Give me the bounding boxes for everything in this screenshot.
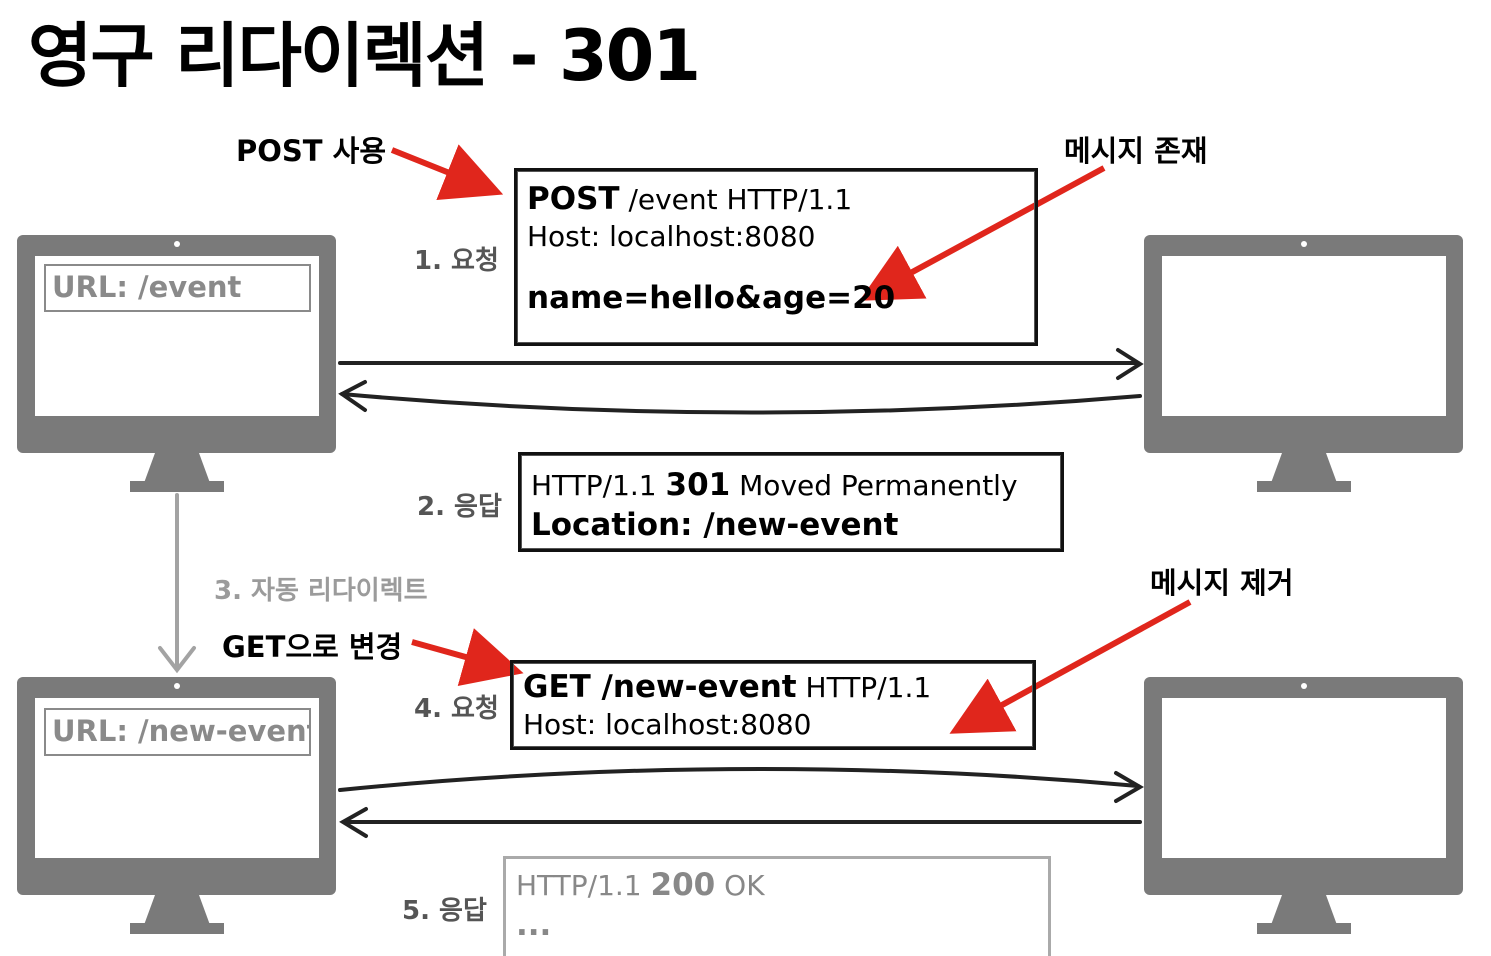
request-arrow-2: [338, 766, 1144, 803]
response-arrow-2: [339, 807, 1142, 838]
http-version-3: HTTP/1.1: [516, 869, 651, 902]
get-request-message: GET /new-event HTTP/1.1 Host: localhost:…: [510, 660, 1036, 750]
step-1-label: 1. 요청: [414, 246, 499, 276]
request-line: POST /event HTTP/1.1: [527, 179, 1025, 219]
address-bar-bottom: URL: /new-event: [44, 708, 311, 756]
address-bar-top: URL: /event: [44, 264, 311, 312]
message-body: name=hello&age=20: [527, 279, 896, 316]
ok-response-message: HTTP/1.1 200 OK ...: [503, 856, 1051, 956]
request-arrow-1: [338, 348, 1144, 380]
http-method: POST: [527, 181, 620, 217]
message-exists-annotation: 메시지 존재: [1064, 134, 1208, 168]
status-code-2: 200: [650, 867, 716, 903]
request-line-2: GET /new-event HTTP/1.1: [523, 667, 1023, 707]
post-annotation-arrow: [390, 144, 504, 201]
get-annotation-arrow: [411, 628, 524, 686]
method-and-path: GET /new-event: [523, 669, 797, 705]
message-removed-arrow: [949, 599, 1192, 734]
location-header: Location: /new-event: [531, 507, 899, 544]
post-use-annotation: POST 사용: [236, 134, 387, 168]
step-3-label: 3. 자동 리다이렉트: [214, 576, 428, 606]
step-5-label: 5. 응답: [402, 896, 487, 926]
post-request-message: POST /event HTTP/1.1 Host: localhost:808…: [514, 168, 1038, 346]
server-monitor-bottom: [1144, 677, 1463, 934]
get-change-annotation: GET으로 변경: [222, 630, 403, 664]
redirect-response-message: HTTP/1.1 301 Moved Permanently Location:…: [518, 452, 1064, 552]
step-2-label: 2. 응답: [417, 492, 502, 522]
host-header: Host: localhost:8080: [527, 220, 816, 254]
server-monitor-top: [1144, 235, 1463, 492]
http-version: HTTP/1.1: [531, 469, 666, 502]
http-version-2: HTTP/1.1: [796, 671, 932, 704]
page-title: 영구 리다이렉션 - 301: [28, 15, 701, 97]
status-text: Moved Permanently: [730, 469, 1018, 502]
status-line: HTTP/1.1 301 Moved Permanently: [531, 465, 1051, 505]
step-4-label: 4. 요청: [414, 694, 499, 724]
status-line-2: HTTP/1.1 200 OK: [516, 865, 1038, 905]
ellipsis: ...: [516, 907, 552, 944]
auto-redirect-arrow: [158, 493, 196, 674]
response-arrow-1: [338, 380, 1142, 415]
message-exists-arrow: [859, 165, 1106, 301]
host-header-2: Host: localhost:8080: [523, 708, 812, 742]
message-removed-annotation: 메시지 제거: [1150, 566, 1294, 600]
status-code: 301: [665, 467, 731, 503]
status-text-2: OK: [715, 869, 765, 902]
request-target: /event HTTP/1.1: [619, 183, 853, 216]
